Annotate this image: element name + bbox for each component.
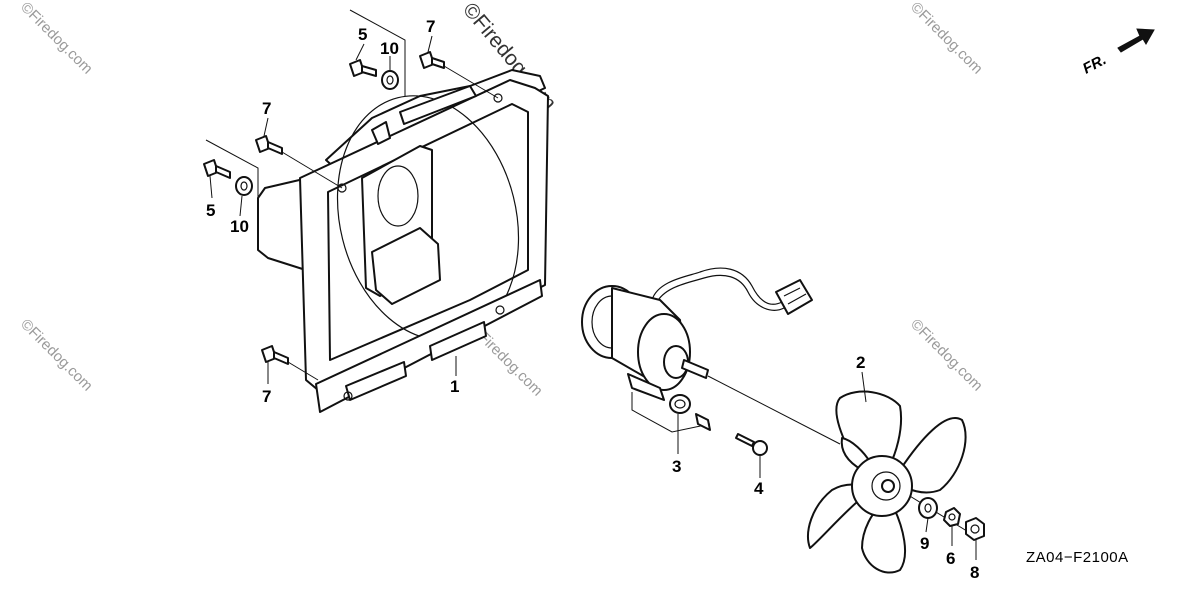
motor-connector — [775, 279, 813, 315]
shroud-mount-hole — [377, 165, 419, 227]
bolt-top-right-leader — [443, 65, 499, 99]
leader-5-left — [209, 175, 213, 199]
callout-frame: 1 — [450, 377, 459, 396]
callout-bolt-top: 5 — [358, 25, 367, 44]
nut-small — [943, 507, 961, 527]
fan-hub-center — [881, 479, 895, 493]
watermark: ©Firedog.com — [907, 316, 986, 395]
leader-5-top — [355, 43, 365, 61]
callout-washer-left: 10 — [230, 217, 249, 236]
callout-washer-fan: 9 — [920, 534, 929, 553]
bolt-upper-left-shank — [267, 141, 283, 155]
shaft-axis-line — [707, 375, 841, 445]
bolt-upper-left-leader — [281, 151, 343, 189]
nut-cap — [965, 517, 985, 541]
callout-fan: 2 — [856, 353, 865, 372]
bolt-top-right-shank — [431, 57, 445, 69]
shroud-top-clip — [371, 121, 391, 145]
washer-left-hole — [240, 181, 248, 191]
leader-10-left — [239, 195, 243, 217]
callout-leaders — [209, 35, 977, 560]
bolt-top-bracket — [349, 9, 406, 96]
watermark: ©Firedog.com — [17, 0, 96, 78]
callout-nut-small: 6 — [946, 549, 955, 568]
fan-hub-ring — [871, 471, 901, 501]
shroud-hole-bottom-left — [343, 391, 353, 401]
bolt-top-shank — [361, 65, 377, 77]
motor-connector-detail — [783, 287, 807, 305]
washer-fan-hole — [924, 503, 932, 513]
motor-shaft — [681, 359, 709, 379]
bushing-rubber — [669, 394, 691, 414]
callout-motor-bushing: 3 — [672, 457, 681, 476]
nut-small-hole — [948, 513, 956, 521]
bolt-left — [203, 159, 231, 179]
bolt-upper-left — [255, 135, 283, 155]
cooling-fan — [807, 390, 967, 574]
shroud-top-ridge — [399, 85, 477, 125]
bolt-left-bracket — [205, 139, 259, 214]
motor-bushing-set — [631, 392, 711, 433]
fan-blade-right — [899, 417, 967, 494]
bolt-lower-left-leader — [287, 361, 319, 381]
shroud-bottom-tab-right — [429, 321, 487, 361]
front-direction-label: FR. — [1080, 51, 1109, 77]
fan-axis-line — [899, 489, 976, 537]
shroud-hole-top-right — [493, 93, 503, 103]
front-arrow-icon — [1117, 28, 1155, 53]
callout-bolt-left: 5 — [206, 201, 215, 220]
shroud-hole-top-left — [337, 183, 347, 193]
motor-mounting-foot — [627, 373, 665, 401]
washer-left — [235, 176, 253, 196]
motor-screw-head — [752, 440, 768, 456]
bolt-lower-left-shank — [273, 351, 289, 365]
callout-motor-screw: 4 — [754, 479, 764, 498]
leader-2 — [861, 371, 867, 403]
callout-bolt-lower-left: 7 — [262, 387, 271, 406]
motor-screw-shank — [735, 433, 755, 447]
front-direction-indicator: FR. — [1080, 28, 1155, 78]
leader-7-top — [427, 35, 433, 53]
fan-blade-bottom-right — [861, 501, 907, 574]
bolt-top-right — [419, 51, 445, 69]
bolt-lower-left — [261, 345, 289, 365]
figure-code: ZA04−F2100A — [1026, 549, 1129, 566]
callout-labels: 1 2 3 4 5 5 6 7 7 7 8 9 10 10 — [206, 17, 979, 582]
bolt-left-shank — [215, 165, 231, 179]
watermark: ©Firedog.com — [907, 0, 986, 78]
shroud-bottom-tab-left — [345, 361, 407, 401]
motor-wire-harness-2 — [655, 274, 785, 311]
motor-wire-harness — [651, 267, 783, 305]
fan-shroud-frame — [257, 69, 549, 413]
bushing-bracket-line — [631, 392, 711, 433]
watermark: ©Firedog.com — [17, 316, 96, 395]
shroud-mount-bracket — [371, 227, 441, 305]
leader-7-upper-left — [263, 117, 269, 137]
shroud-hole-bottom-right — [495, 305, 505, 315]
nut-cap-dome — [970, 524, 980, 534]
motor-screw — [735, 433, 768, 456]
callout-bolt-upper-left: 7 — [262, 99, 271, 118]
fan-motor — [581, 267, 813, 401]
callout-nut-cap: 8 — [970, 563, 979, 582]
washer-fan — [918, 497, 938, 519]
washer-top — [381, 70, 399, 90]
bolt-top — [349, 59, 377, 77]
bushing-collar — [695, 413, 711, 431]
washer-top-hole — [386, 75, 394, 85]
leader-9 — [925, 517, 929, 533]
callout-washer-top: 10 — [380, 39, 399, 58]
callout-bolt-top-right: 7 — [426, 17, 435, 36]
bushing-rubber-inner — [674, 399, 686, 409]
